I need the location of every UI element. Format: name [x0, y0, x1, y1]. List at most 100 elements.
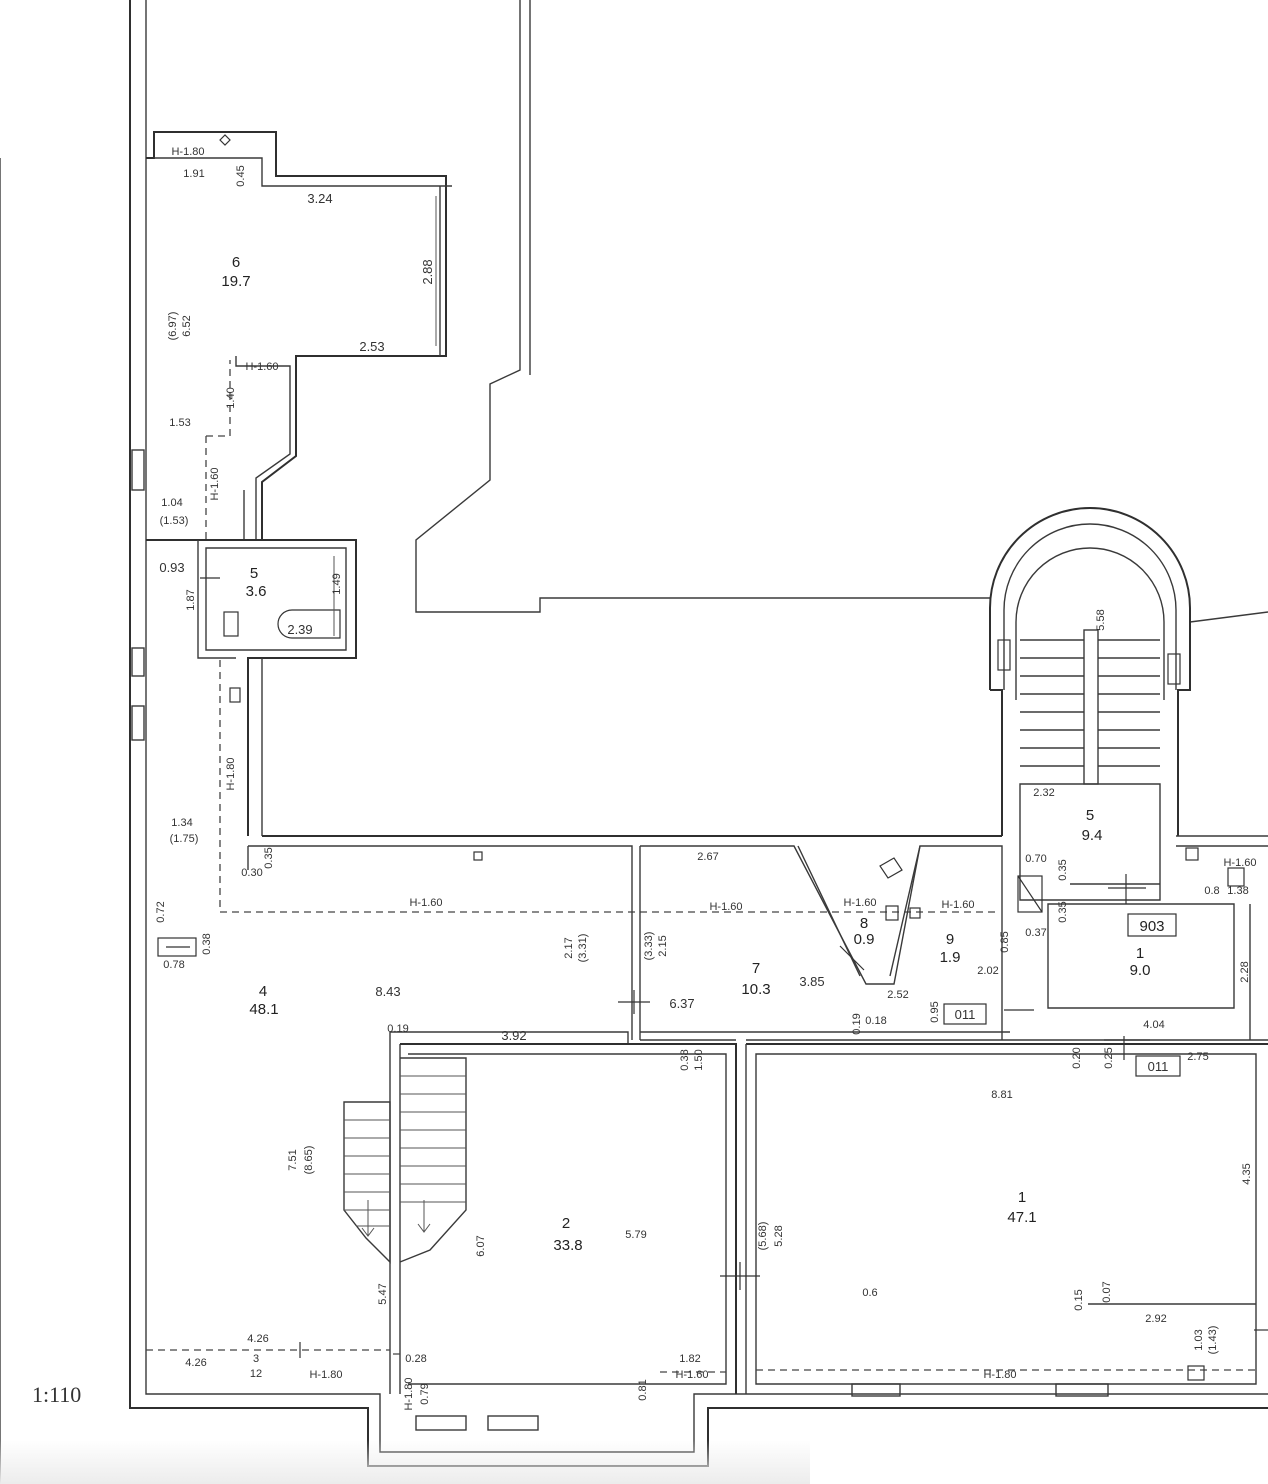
dimension-label: 8.43: [375, 984, 400, 999]
dimension-label: (8.65): [303, 1146, 315, 1175]
dimension-label: 0.35: [1057, 901, 1069, 922]
dimension-label: 0.15: [1073, 1289, 1085, 1310]
dimension-label: 1.53: [169, 417, 190, 429]
dimension-label: 1.38: [1227, 885, 1248, 897]
dimension-label: 2.53: [359, 339, 384, 354]
room-number: 2: [562, 1215, 570, 1232]
room-area: 9.4: [1082, 827, 1103, 844]
dimension-label: H-1.80: [225, 757, 237, 790]
dimension-label: 0.30: [241, 867, 262, 879]
dimension-ticks: [200, 577, 1268, 1358]
dimension-label: (1.53): [160, 515, 189, 527]
dimension-label: 0.93: [159, 560, 184, 575]
stair-tower: [989, 507, 1191, 913]
dimension-label: H-1.60: [245, 361, 278, 373]
dimension-label: (5.68): [757, 1222, 769, 1251]
dimension-label: 1.50: [693, 1049, 705, 1070]
dimension-label: 0.6: [862, 1287, 877, 1299]
dimension-label: 5.28: [773, 1225, 785, 1246]
room-area: 0.9: [854, 931, 875, 948]
dimension-label: 0.07: [1101, 1281, 1113, 1302]
dimension-label: 0.85: [999, 931, 1011, 952]
dimension-label: 2.52: [887, 989, 908, 1001]
room-number: 1: [1136, 945, 1144, 962]
room-area: 19.7: [221, 273, 250, 290]
dimension-label: 2.88: [420, 259, 435, 284]
room-1-903-outline: [1047, 835, 1268, 1040]
room-tags: 903 011 011: [943, 913, 1181, 1077]
dimension-label: H-1.60: [843, 897, 876, 909]
dimension-label: 1.87: [185, 589, 197, 610]
dimension-label: 2.67: [697, 851, 718, 863]
dimension-label: 6.37: [669, 996, 694, 1011]
dimension-label: 1.04: [161, 497, 182, 509]
dimension-label: 5.58: [1095, 609, 1107, 630]
room-labels: 6 19.7 5 3.6 4 48.1 3 12 2 33.8 7 10.3 8…: [221, 254, 1150, 1380]
dimension-label: 1.82: [679, 1353, 700, 1365]
dimension-label: 0.79: [419, 1383, 431, 1404]
room-number: 5: [1086, 807, 1094, 824]
dimension-label: 4.35: [1241, 1163, 1253, 1184]
dimension-label: H-1.60: [1223, 857, 1256, 869]
dimension-label: 0.18: [865, 1015, 886, 1027]
dimension-label: 1.34: [171, 817, 192, 829]
dimension-label: 0.19: [387, 1023, 408, 1035]
dimension-label: 2.02: [977, 965, 998, 977]
scan-fade: [0, 1440, 810, 1484]
dimension-label: 0.19: [851, 1013, 863, 1034]
dimension-label: 0.37: [1025, 927, 1046, 939]
room-area: 48.1: [249, 1001, 278, 1018]
dimension-label: 1.91: [183, 168, 204, 180]
room-number: 4: [259, 983, 267, 1000]
room-1-main-outline: [745, 1043, 1268, 1394]
room-6-outline: [146, 131, 452, 540]
dimension-label: 5.47: [377, 1283, 389, 1304]
dimension-label: 0.35: [263, 847, 275, 868]
dimension-label: 0.38: [679, 1049, 691, 1070]
dimension-label: 0.28: [405, 1353, 426, 1365]
dimension-label: 2.92: [1145, 1313, 1166, 1325]
dimension-label: 4.26: [185, 1357, 206, 1369]
dimension-label: 0.20: [1071, 1047, 1083, 1068]
dimension-label: 0.35: [1057, 859, 1069, 880]
dimension-label: 1.40: [225, 387, 237, 408]
room-area: 10.3: [741, 981, 770, 998]
room-2-outline: [146, 1043, 737, 1394]
room-area: 3.6: [246, 583, 267, 600]
room-number: 5: [250, 565, 258, 582]
dimension-label: H-1.80: [309, 1369, 342, 1381]
stair-left: [343, 1057, 467, 1264]
room-5-wc-outline: [146, 539, 357, 836]
room-7-outline: [640, 845, 1268, 1041]
room-tag: 011: [1148, 1059, 1169, 1074]
dimension-label: 3.85: [799, 974, 824, 989]
dimension-label: 0.25: [1103, 1047, 1115, 1068]
room-tag: 011: [955, 1007, 976, 1022]
room-tag: 903: [1139, 918, 1164, 935]
dimension-label: 0.95: [929, 1001, 941, 1022]
dimension-label: 0.72: [155, 901, 167, 922]
room-number: 6: [232, 254, 240, 271]
dimension-label: 0.70: [1025, 853, 1046, 865]
dimension-label: (6.97): [167, 312, 179, 341]
dimension-label: (3.31): [577, 934, 589, 963]
room-area: 9.0: [1130, 962, 1151, 979]
room-number: 1: [1018, 1189, 1026, 1206]
room-4-outline: [157, 835, 1002, 1394]
dimension-label: 2.32: [1033, 787, 1054, 799]
dimension-label: 5.79: [625, 1229, 646, 1241]
dimension-label: (1.43): [1207, 1326, 1219, 1355]
dimension-label: H-1.80: [983, 1369, 1016, 1381]
dimension-label: 0.81: [637, 1379, 649, 1400]
dimension-label: 3.24: [307, 191, 332, 206]
room-number: 3: [253, 1353, 259, 1365]
room-area: 1.9: [940, 949, 961, 966]
dimension-label: H-1.60: [209, 467, 221, 500]
room-number: 9: [946, 931, 954, 948]
dimension-label: 8.81: [991, 1089, 1012, 1101]
dimension-label: 1.49: [331, 573, 343, 594]
dimension-label: 6.52: [181, 315, 193, 336]
window-marks: [131, 449, 1109, 1431]
room-area: 47.1: [1007, 1209, 1036, 1226]
